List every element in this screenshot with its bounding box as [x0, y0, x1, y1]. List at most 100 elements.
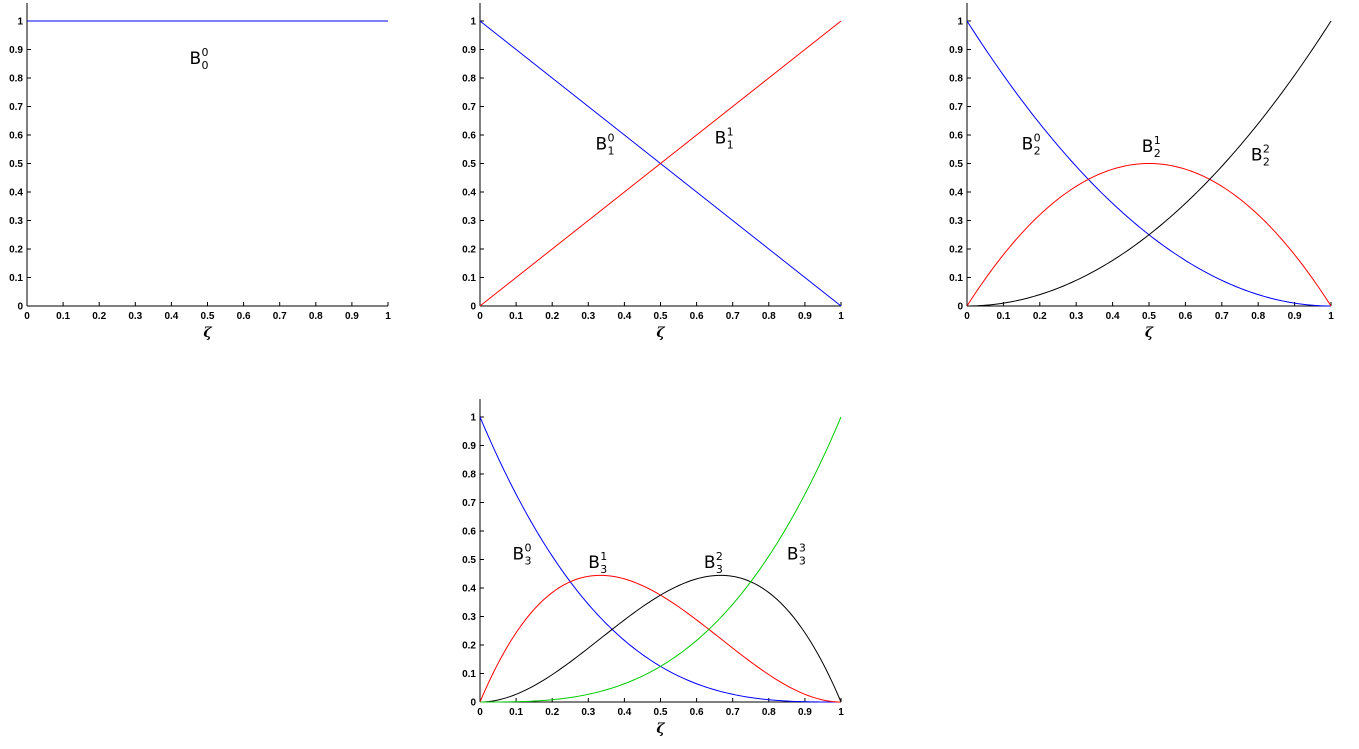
x-tick-label: 0.9: [798, 311, 812, 322]
x-tick-label: 1: [838, 311, 844, 322]
y-tick-label: 0: [470, 302, 476, 313]
y-tick-label: 0.7: [949, 102, 963, 113]
x-tick-label: 0: [477, 707, 483, 718]
basis-label-base: B: [189, 49, 201, 69]
basis-label-superscript: 2: [716, 550, 723, 563]
basis-label-superscript: 2: [1263, 143, 1270, 156]
basis-label-subscript: 2: [1154, 147, 1161, 160]
basis-label-base: B: [588, 553, 600, 573]
x-tick-label: 0.4: [1106, 311, 1120, 322]
y-tick-label: 0.1: [462, 273, 476, 284]
basis-label-superscript: 0: [1034, 131, 1041, 144]
x-tick-label: 0: [24, 311, 30, 322]
y-tick-label: 1: [957, 17, 963, 28]
y-tick-label: 0.1: [949, 273, 963, 284]
basis-label-base: B: [596, 134, 608, 154]
basis-label-subscript: 3: [716, 563, 723, 576]
x-tick-label: 0.2: [1033, 311, 1047, 322]
basis-label-superscript: 0: [201, 46, 208, 59]
y-tick-label: 0.7: [9, 102, 23, 113]
y-tick-label: 0.5: [949, 159, 963, 170]
y-tick-label: 0.8: [462, 470, 476, 481]
x-tick-label: 0.2: [545, 311, 559, 322]
series-line-red: [479, 574, 842, 703]
x-tick-label: 0: [477, 311, 483, 322]
y-tick-label: 0: [470, 698, 476, 709]
y-tick-label: 0.5: [462, 555, 476, 566]
y-tick-label: 0.6: [462, 527, 476, 538]
x-tick-label: 0.5: [201, 311, 215, 322]
series-line-black: [479, 574, 842, 703]
x-tick-label: 0.2: [92, 311, 106, 322]
y-tick-label: 0.2: [462, 245, 476, 256]
series-line-red: [966, 162, 1332, 307]
x-tick-label: 0.6: [237, 311, 251, 322]
y-tick-label: 1: [17, 17, 23, 28]
basis-label-subscript: 3: [600, 563, 607, 576]
x-tick-label: 0.9: [1288, 311, 1302, 322]
y-tick-label: 0.7: [462, 498, 476, 509]
y-tick-label: 0.2: [949, 245, 963, 256]
y-tick-label: 0.9: [462, 45, 476, 56]
x-tick-label: 0.5: [1142, 311, 1156, 322]
x-axis-label: ζ: [203, 325, 212, 341]
basis-label-base: B: [1251, 146, 1263, 166]
x-tick-label: 0.7: [726, 707, 740, 718]
y-tick-label: 0.5: [462, 159, 476, 170]
basis-label-superscript: 1: [600, 550, 607, 563]
y-tick-label: 0.1: [9, 273, 23, 284]
y-tick-label: 0.3: [949, 216, 963, 227]
y-tick-label: 0.9: [9, 45, 23, 56]
basis-label-base: B: [704, 553, 716, 573]
basis-label-base: B: [512, 545, 524, 565]
x-tick-label: 0.1: [509, 311, 523, 322]
x-tick-label: 0.5: [654, 707, 668, 718]
y-tick-label: 0.8: [9, 74, 23, 85]
y-tick-label: 0.9: [462, 441, 476, 452]
y-tick-label: 0.3: [462, 612, 476, 623]
x-tick-label: 0.5: [654, 311, 668, 322]
x-axis-label: ζ: [656, 325, 665, 341]
y-tick-label: 0.8: [949, 74, 963, 85]
y-tick-label: 0.4: [462, 188, 476, 199]
x-tick-label: 0.4: [164, 311, 178, 322]
x-tick-label: 1: [385, 311, 391, 322]
y-tick-label: 0.6: [9, 131, 23, 142]
y-tick-label: 0.6: [462, 131, 476, 142]
x-tick-label: 0.6: [690, 311, 704, 322]
x-tick-label: 0.9: [345, 311, 359, 322]
series-line-black: [966, 20, 1332, 307]
x-tick-label: 0.8: [1251, 311, 1265, 322]
basis-label-superscript: 1: [727, 126, 734, 139]
x-tick-label: 0.1: [509, 707, 523, 718]
y-tick-label: 0.4: [9, 188, 23, 199]
basis-label-subscript: 0: [201, 59, 208, 72]
x-tick-label: 1: [1328, 311, 1334, 322]
y-tick-label: 0.4: [949, 188, 963, 199]
y-tick-label: 0: [17, 302, 23, 313]
x-tick-label: 0.9: [798, 707, 812, 718]
y-tick-label: 0.9: [949, 45, 963, 56]
basis-label-subscript: 3: [524, 555, 531, 568]
x-tick-label: 0.3: [581, 311, 595, 322]
y-tick-label: 1: [470, 17, 476, 28]
x-axis-label: ζ: [656, 721, 665, 737]
basis-label-subscript: 1: [608, 144, 615, 157]
basis-label-superscript: 1: [1154, 134, 1161, 147]
basis-label-subscript: 2: [1034, 144, 1041, 157]
basis-label-subscript: 1: [727, 139, 734, 152]
x-tick-label: 0.2: [545, 707, 559, 718]
x-tick-label: 0.7: [1215, 311, 1229, 322]
x-tick-label: 0.3: [581, 707, 595, 718]
